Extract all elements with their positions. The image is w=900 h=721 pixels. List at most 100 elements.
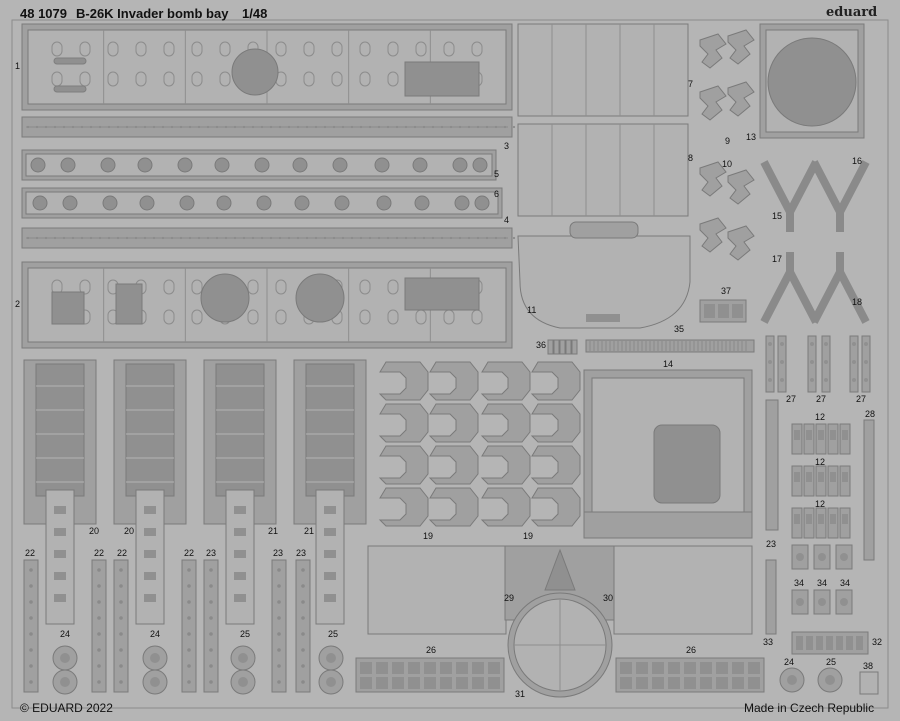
part-number: 21 [304, 526, 315, 536]
strip-rivet [314, 236, 318, 240]
rail-pad [30, 157, 46, 173]
strip-rivet [197, 125, 201, 129]
strip-rivet [143, 236, 147, 240]
part-number: 20 [124, 526, 135, 536]
side-rail-hole [29, 584, 33, 588]
strip-rivet [152, 236, 156, 240]
pin-hole [864, 342, 868, 346]
rack-slot [54, 506, 66, 514]
rail-pad [472, 157, 488, 173]
small-tab [559, 339, 566, 355]
part-number: 13 [746, 132, 757, 142]
lightening-hole [303, 71, 315, 87]
round-fitting-center [238, 653, 248, 663]
strip-rivet [476, 125, 480, 129]
strip-rivet [503, 125, 507, 129]
side-rail-hole [29, 648, 33, 652]
small-tab [553, 339, 560, 355]
part-number: 20 [89, 526, 100, 536]
comb-clip-hole [806, 514, 812, 524]
strip-rivet [386, 236, 390, 240]
part-number: 27 [786, 394, 797, 404]
rail-pad [374, 157, 390, 173]
part-number: 17 [772, 254, 783, 264]
comb-32-cell [806, 636, 813, 650]
pin-hole [768, 378, 772, 382]
strip-rivet [404, 125, 408, 129]
strip-rivet [278, 125, 282, 129]
eduard-logo: eduard [826, 5, 878, 20]
side-rail-hole [119, 616, 123, 620]
strip-rivet [125, 125, 129, 129]
strip-rivet [332, 125, 336, 129]
lightening-hole [163, 71, 175, 87]
strip-rivet [332, 236, 336, 240]
lightening-hole [387, 71, 399, 87]
strip-rivet [386, 125, 390, 129]
part-number: 32 [872, 637, 883, 647]
vertical-strip [863, 419, 875, 561]
pin-hole [864, 360, 868, 364]
bracket-clip [699, 161, 727, 197]
tab-cell [456, 662, 468, 674]
strip-rivet [62, 125, 66, 129]
shackle [480, 445, 531, 485]
rail-pad [216, 195, 232, 211]
side-rail-hole [187, 648, 191, 652]
strip-rivet [440, 125, 444, 129]
part-number: 37 [721, 286, 732, 296]
part-number: 29 [504, 593, 515, 603]
part-number: 12 [815, 457, 826, 467]
rack-slot [324, 572, 336, 580]
comb-clip-hole [806, 430, 812, 440]
rack-slot [234, 572, 246, 580]
side-rail-hole [277, 632, 281, 636]
tab-cell [392, 662, 404, 674]
comb-clip-hole [794, 430, 800, 440]
round-hole-plate [200, 273, 250, 323]
pin-hole [852, 378, 856, 382]
strip-rivet [323, 236, 327, 240]
pin-hole [824, 342, 828, 346]
strip-rivet [350, 125, 354, 129]
strip-rivet [71, 236, 75, 240]
tab-cell [636, 662, 648, 674]
tab-cell [376, 677, 388, 689]
part-number: 4 [504, 215, 510, 225]
strip-rivet [143, 125, 147, 129]
strip-rivet [269, 125, 273, 129]
rack-slot [324, 506, 336, 514]
pin-hole [810, 342, 814, 346]
strip-rivet [215, 125, 219, 129]
rack-slot [324, 550, 336, 558]
tri-plate-cell [732, 304, 743, 318]
part-number: 24 [150, 629, 161, 639]
shackle [480, 361, 531, 401]
rail-pad [414, 195, 430, 211]
lightening-hole [387, 279, 399, 295]
rail-pad [332, 157, 348, 173]
part-number: 23 [273, 548, 284, 558]
side-rail-hole [301, 632, 305, 636]
strip-rivet [278, 236, 282, 240]
comb-clip-hole [818, 514, 824, 524]
comb-clip-hole [806, 472, 812, 482]
tab-cell [620, 662, 632, 674]
vertical-strip [765, 399, 779, 531]
window-glass [653, 424, 721, 504]
strip-rivet [116, 236, 120, 240]
rack-slot [144, 528, 156, 536]
lightening-hole [359, 71, 371, 87]
rack-slot [234, 528, 246, 536]
comb-32-cell [836, 636, 843, 650]
bracket-clip [727, 169, 755, 205]
strip-rivet [512, 125, 516, 129]
side-rail-hole [187, 568, 191, 572]
part-number: 25 [826, 657, 837, 667]
tab-cell [700, 662, 712, 674]
small-tab [565, 339, 572, 355]
side-rail [23, 559, 39, 693]
comb-clip-hole [842, 514, 848, 524]
comb-clip-hole [830, 430, 836, 440]
side-rail-hole [97, 600, 101, 604]
